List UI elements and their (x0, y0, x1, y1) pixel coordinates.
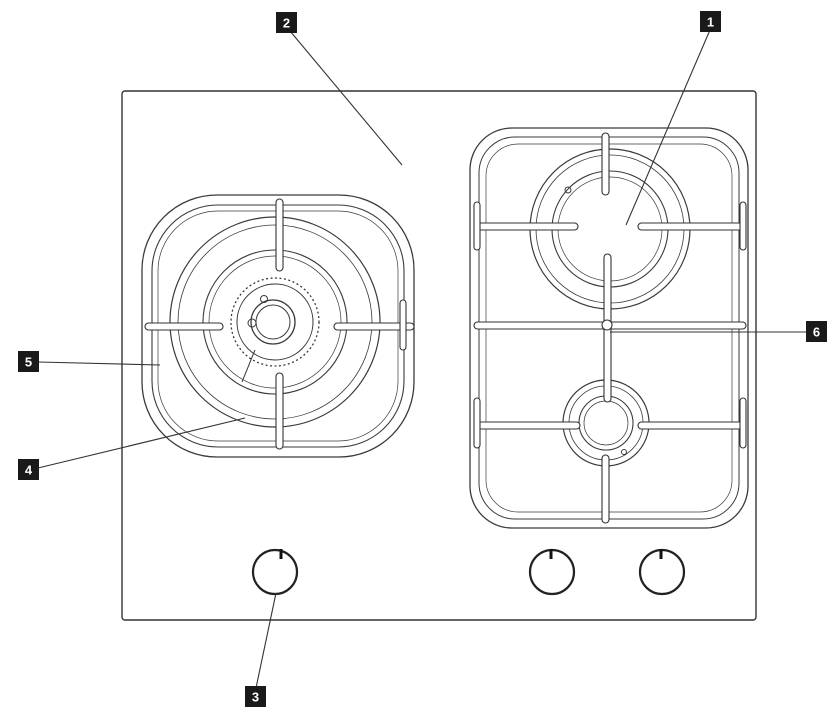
hob-outline (121, 90, 757, 621)
callout-5: 5 (18, 351, 39, 372)
foot-left-bottom (473, 397, 481, 449)
large-arm-top (601, 132, 610, 196)
leader-2 (289, 30, 403, 166)
small-burner-igniter (621, 449, 627, 455)
svg-text:6: 6 (813, 325, 820, 340)
wok-burner-center-outer (250, 299, 296, 345)
wok-sensor-lead (241, 349, 256, 383)
callout-3: 3 (245, 686, 266, 707)
wok-thermocouple (260, 295, 268, 303)
wok-burner-crown (230, 277, 320, 367)
callout-2: 2 (276, 12, 297, 33)
svg-text:2: 2 (283, 16, 290, 31)
wok-igniter (247, 318, 257, 328)
leader-1 (625, 29, 711, 226)
wok-arm-bottom (275, 372, 284, 450)
leader-4 (37, 417, 246, 469)
control-knob-middle[interactable] (528, 548, 576, 596)
callout-1: 1 (700, 11, 721, 32)
small-arm-bottom (601, 454, 610, 524)
wok-drip-ring-4 (208, 255, 342, 389)
wok-drip-ring-outer (169, 216, 381, 428)
foot-right-top (739, 201, 747, 251)
wok-arm-right (333, 322, 415, 331)
leader-5 (37, 361, 161, 366)
foot-right-bottom (739, 397, 747, 449)
wok-arm-left (144, 322, 224, 331)
small-arm-left (473, 421, 581, 430)
wok-drip-ring-2 (177, 224, 373, 420)
svg-text:5: 5 (25, 355, 32, 370)
right-support-outer (469, 127, 749, 529)
dual-burner-assembly (469, 127, 749, 529)
control-knob-left[interactable] (251, 548, 299, 596)
wok-drip-ring-3 (202, 249, 348, 395)
leader-3 (255, 592, 277, 689)
wok-burner-assembly (141, 194, 415, 458)
wok-arm-top (275, 198, 284, 272)
large-burner-igniter (564, 186, 572, 194)
control-knob-right[interactable] (638, 548, 686, 596)
callout-6: 6 (806, 321, 827, 342)
large-arm-right (637, 222, 747, 231)
callout-4: 4 (18, 459, 39, 480)
wok-burner-cap-ring (236, 283, 314, 361)
svg-text:4: 4 (25, 463, 33, 478)
support-center-joint (601, 319, 613, 331)
svg-text:3: 3 (252, 690, 259, 705)
foot-left-top (473, 201, 481, 251)
large-arm-left (473, 222, 579, 231)
wok-arm-right-foot (399, 299, 407, 351)
svg-text:1: 1 (707, 15, 714, 30)
small-arm-right (637, 421, 747, 430)
